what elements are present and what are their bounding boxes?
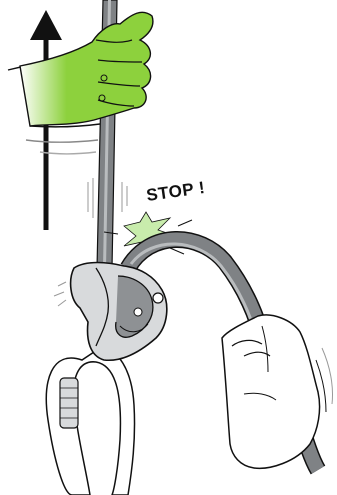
assisted-braking-belay-device-icon — [54, 263, 167, 361]
locking-carabiner-icon — [46, 348, 134, 495]
